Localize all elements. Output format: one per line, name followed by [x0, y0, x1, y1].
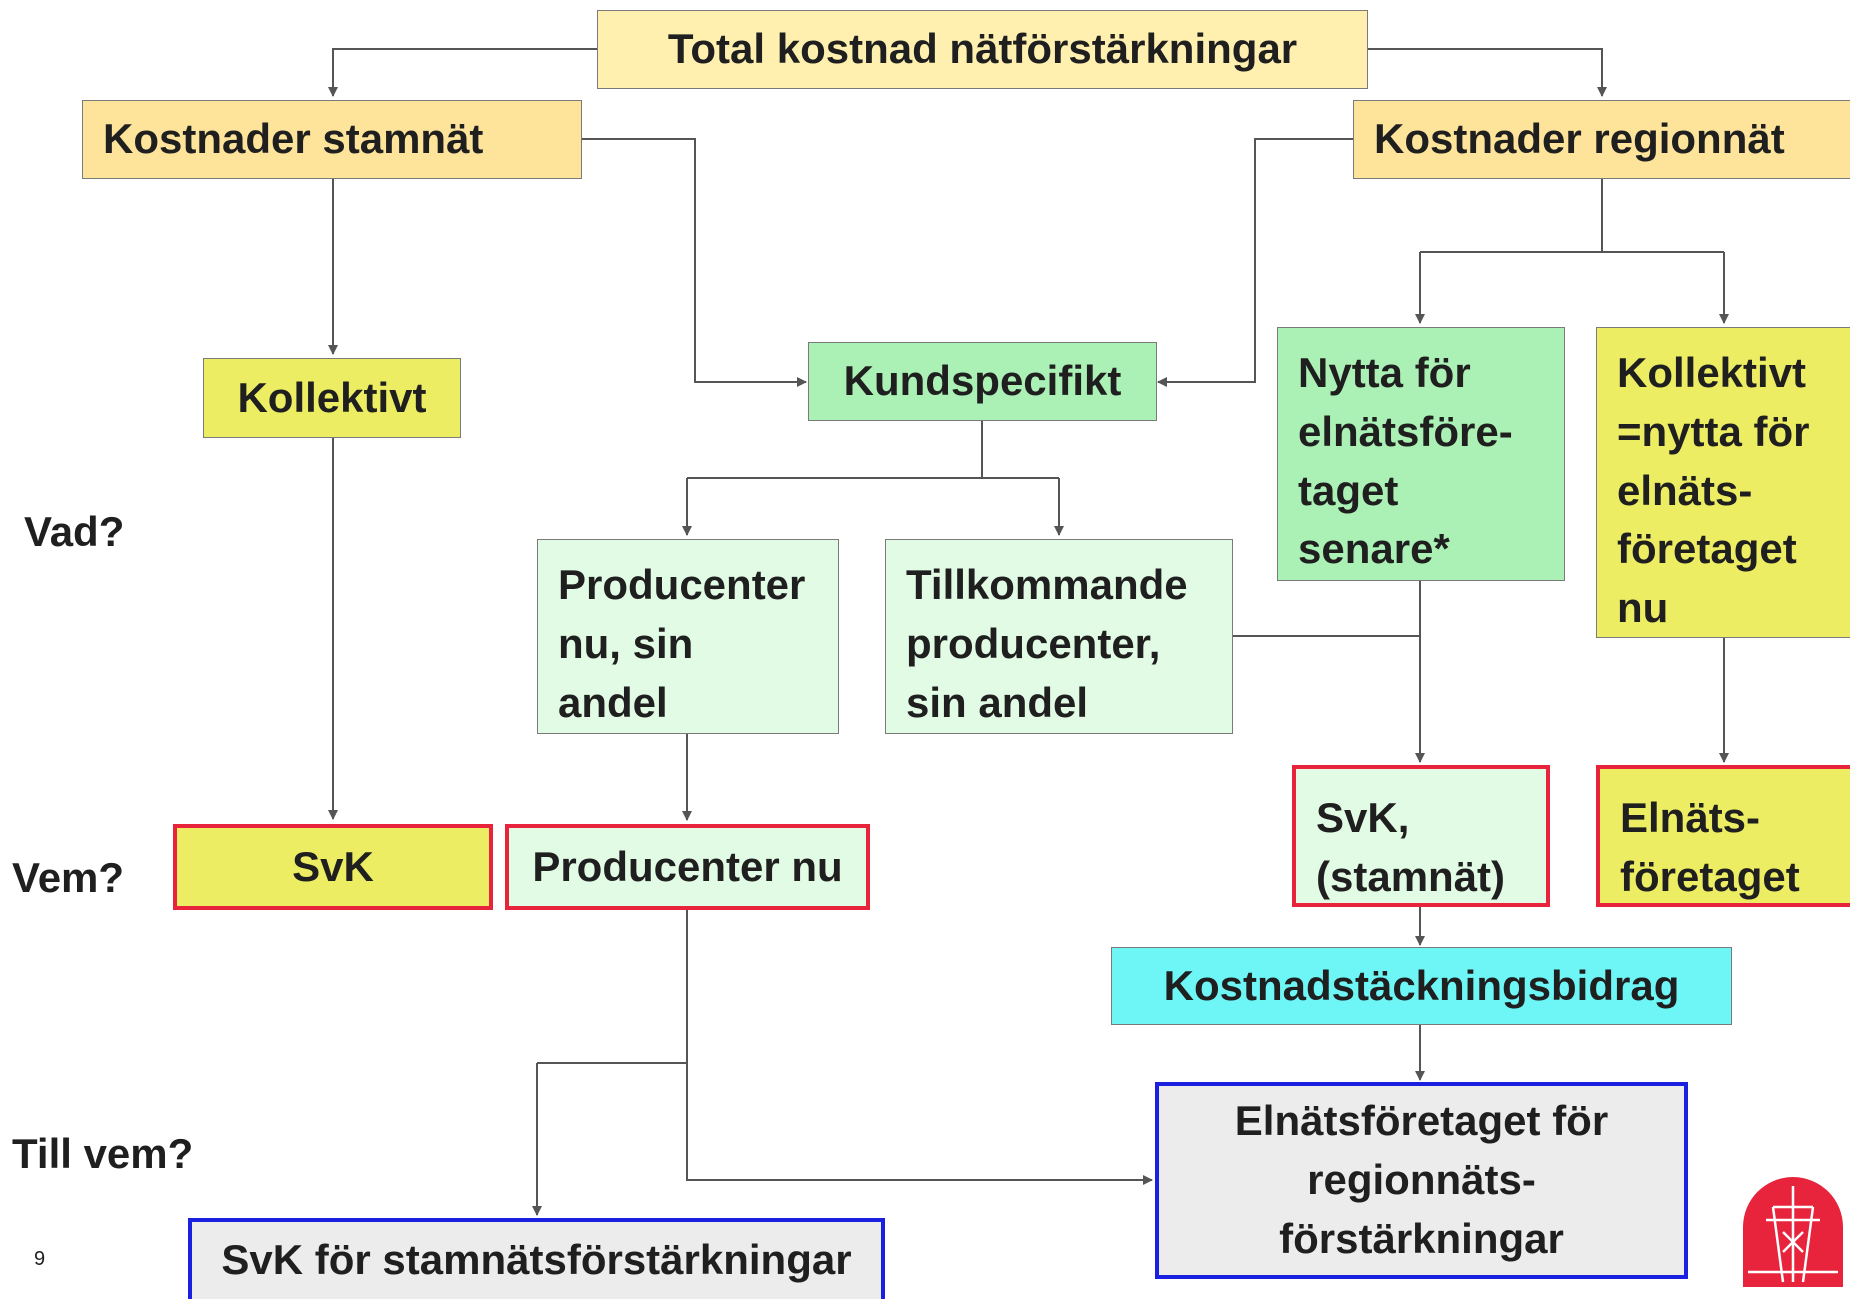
stamnat-costs-label: Kostnader stamnät — [103, 115, 484, 163]
elnat-regionnat-forst-label: Elnätsföretaget för regionnäts- förstärk… — [1234, 1097, 1609, 1262]
vad-label: Vad? — [24, 508, 125, 555]
producenter-nu-andel-box: Producenter nu, sin andel — [537, 539, 839, 734]
kundspecifikt-label: Kundspecifikt — [843, 357, 1122, 405]
stamnat-costs-box: Kostnader stamnät — [82, 100, 582, 179]
kostnadstackning-label: Kostnadstäckningsbidrag — [1163, 961, 1680, 1009]
svk-stamnat-box: SvK, (stamnät) — [1292, 765, 1550, 907]
vem-label: Vem? — [12, 854, 125, 901]
kollektivt-regionnat-label: Kollektivt =nytta för elnäts- företaget … — [1617, 349, 1810, 632]
kostnadstackning-box: Kostnadstäckningsbidrag — [1111, 947, 1732, 1025]
svk-label: SvK — [292, 842, 374, 890]
svenska-kraftnat-logo-icon — [1743, 1177, 1843, 1287]
total-cost-label: Total kostnad nätförstärkningar — [667, 25, 1298, 73]
elnatsforetaget-label: Elnäts- företaget — [1620, 794, 1800, 900]
kundspecifikt-box: Kundspecifikt — [808, 342, 1157, 421]
svk-stamnat-forst-box: SvK för stamnätsförstärkningar — [188, 1218, 885, 1299]
regionnat-costs-box: Kostnader regionnät — [1353, 100, 1850, 179]
kollektivt-stamnat-box: Kollektivt — [203, 358, 461, 438]
kollektivt-regionnat-box: Kollektivt =nytta för elnäts- företaget … — [1596, 327, 1850, 638]
total-cost-box: Total kostnad nätförstärkningar — [597, 10, 1368, 89]
kollektivt-stamnat-label: Kollektivt — [237, 373, 427, 421]
elnat-regionnat-forst-box: Elnätsföretaget för regionnäts- förstärk… — [1155, 1082, 1688, 1279]
producenter-nu-label: Producenter nu — [532, 842, 843, 890]
till-vem-label: Till vem? — [12, 1130, 194, 1177]
tillkommande-label: Tillkommande producenter, sin andel — [906, 561, 1188, 726]
regionnat-costs-label: Kostnader regionnät — [1374, 115, 1785, 163]
nytta-senare-label: Nytta för elnätsföre- taget senare* — [1298, 349, 1513, 573]
svk-box: SvK — [173, 824, 493, 910]
elnatsforetaget-box: Elnäts- företaget — [1596, 765, 1850, 907]
svk-stamnat-label: SvK, (stamnät) — [1316, 794, 1506, 900]
svk-stamnat-forst-label: SvK för stamnätsförstärkningar — [221, 1236, 852, 1284]
nytta-senare-box: Nytta för elnätsföre- taget senare* — [1277, 327, 1565, 581]
tillkommande-box: Tillkommande producenter, sin andel — [885, 539, 1233, 734]
producenter-nu-box: Producenter nu — [505, 824, 870, 910]
producenter-nu-andel-label: Producenter nu, sin andel — [558, 561, 806, 726]
page-number: 9 — [34, 1248, 46, 1270]
